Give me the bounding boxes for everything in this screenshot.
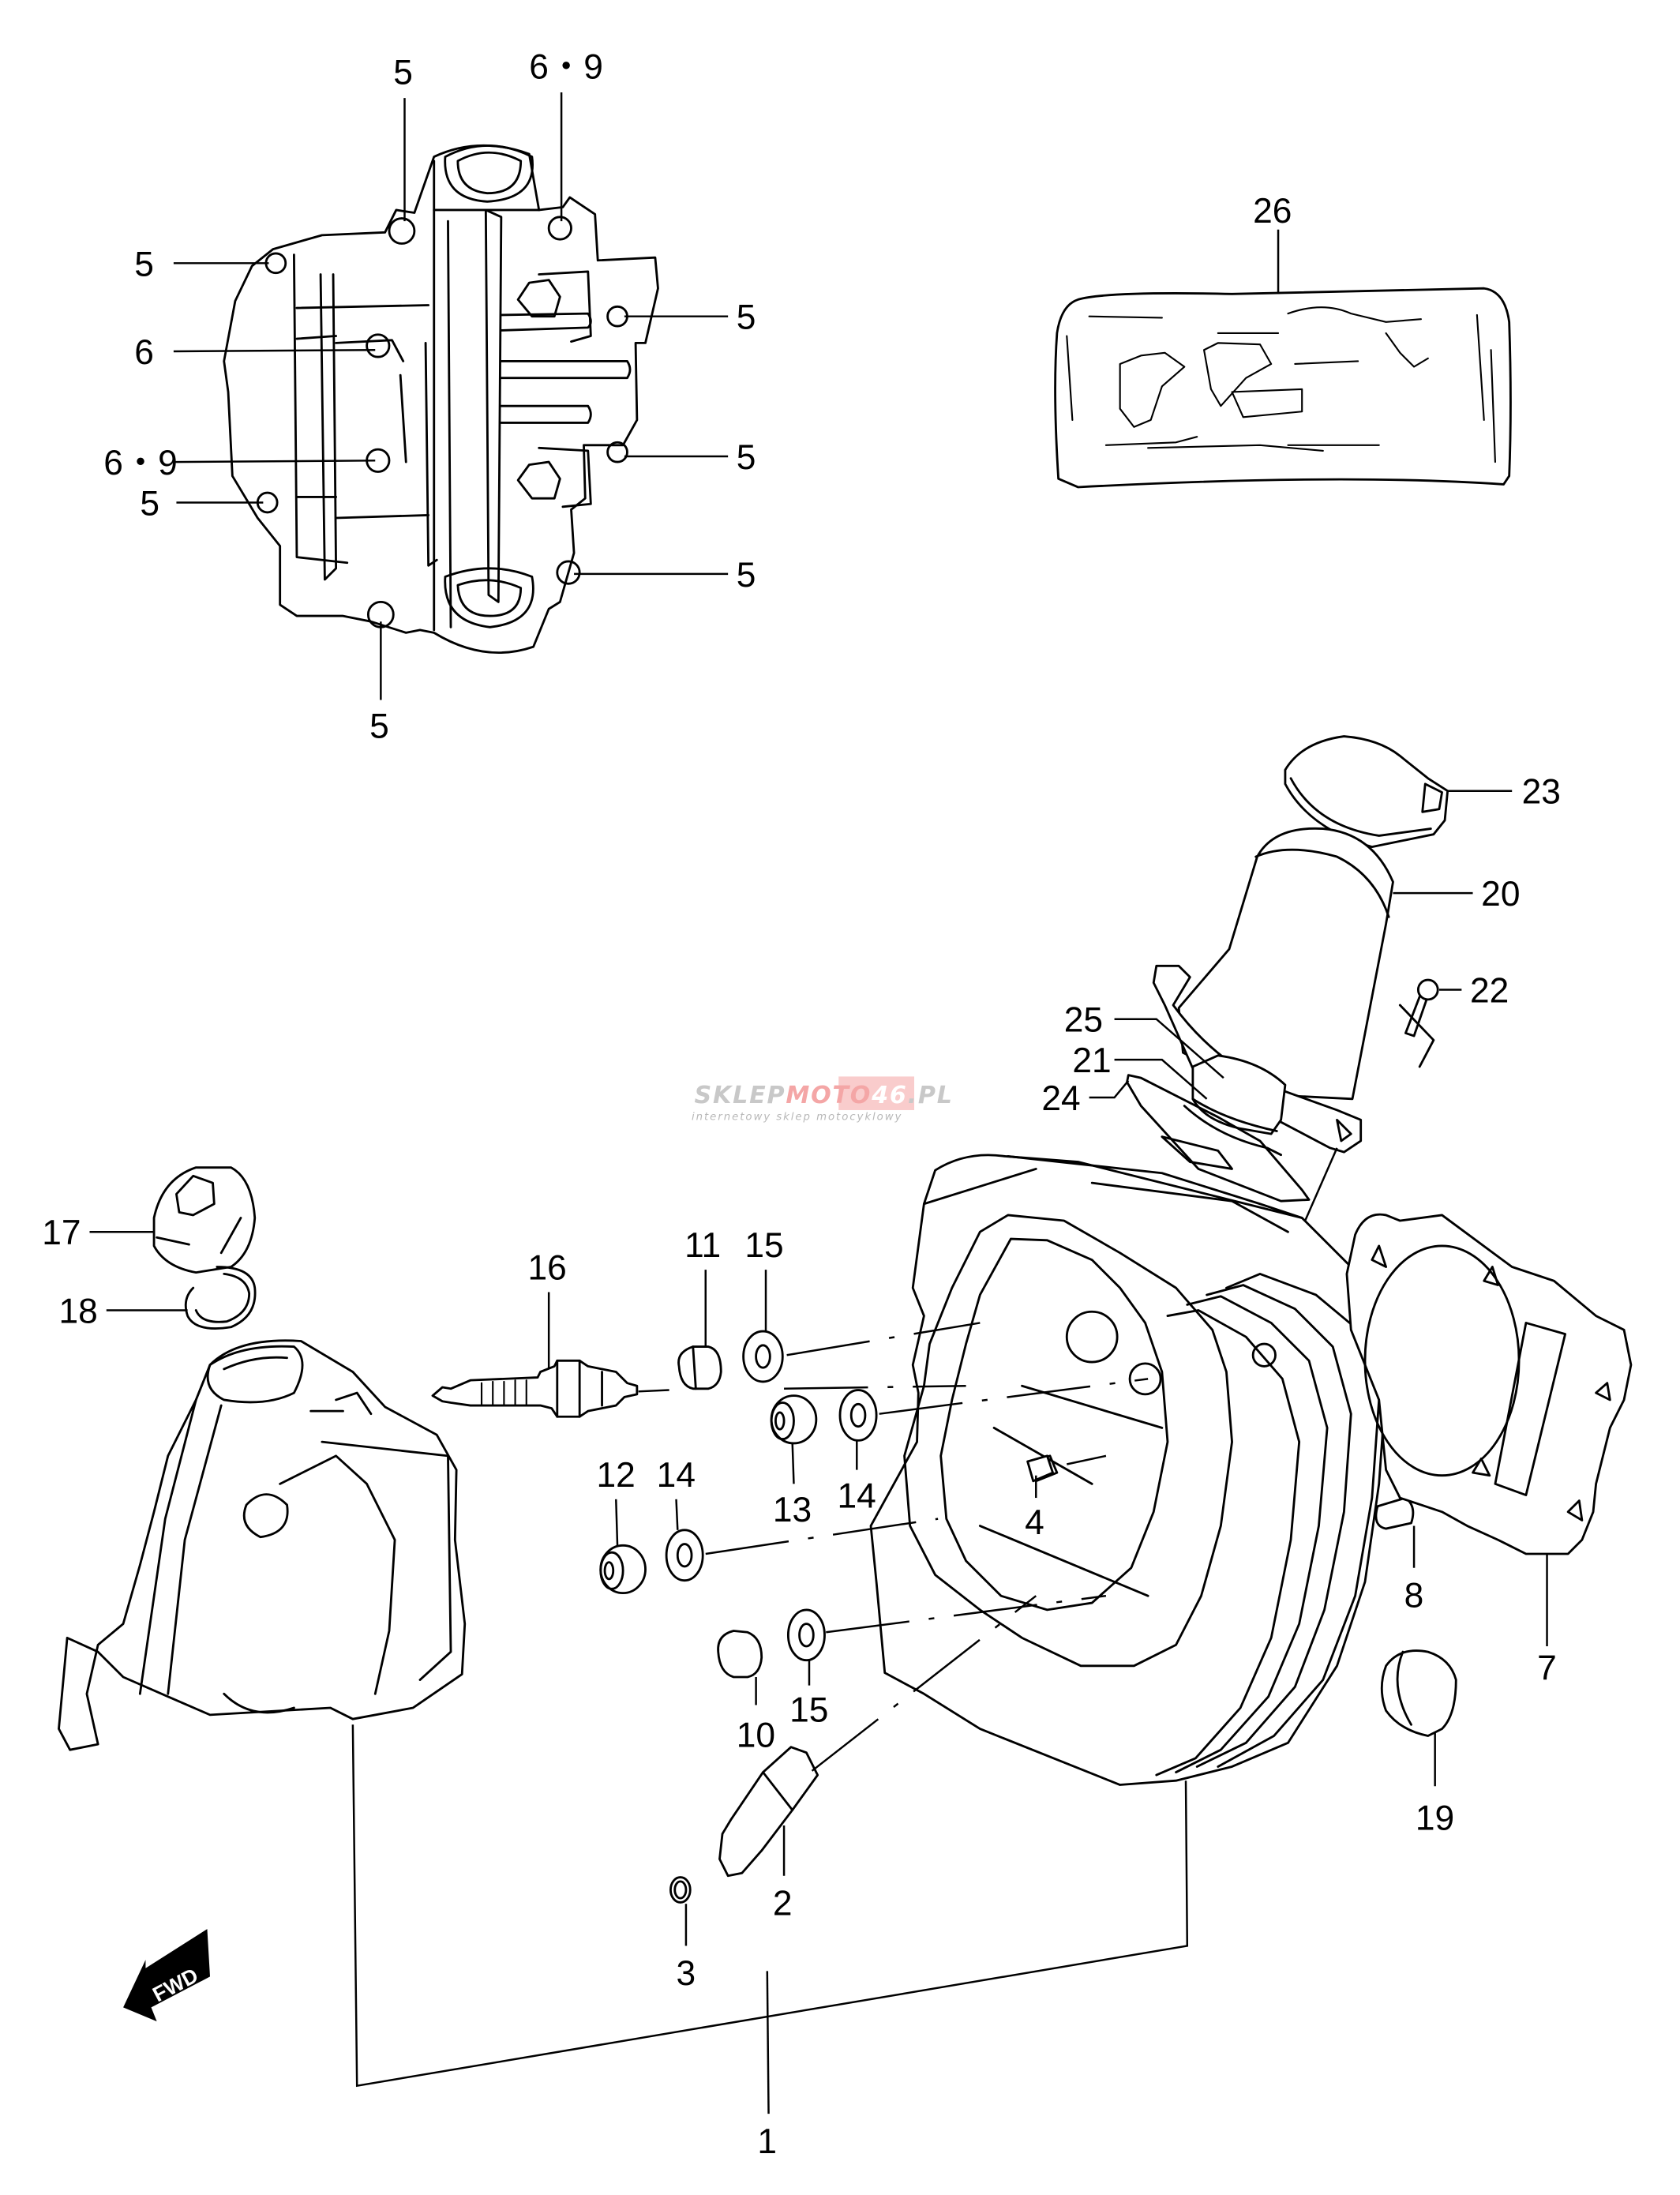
top-view-callouts: 5 6・9 5 6 6・9 5 5 5 5 5 [103,47,756,745]
watermark: SKLEPMOTO46.PL internetowy sklep motocyk… [692,1076,954,1123]
callout-label: 5 [393,53,413,92]
callout-label: 16 [528,1248,567,1287]
head-gasket [1345,1213,1633,1555]
callout-label: 10 [737,1717,775,1755]
callout-label: 25 [1064,1001,1103,1040]
callout-label: 18 [58,1292,97,1330]
main-callouts: 17 18 16 11 15 12 14 13 14 4 10 15 8 7 1… [42,1214,1557,2161]
callout-label: 19 [1416,1799,1454,1837]
callout-label: 17 [42,1214,81,1252]
watermark-brand: SKLEPMOTO46.PL [695,1082,954,1109]
callout-label: 14 [837,1476,876,1515]
callout-label: 5 [140,484,159,523]
watermark-tagline: internetowy sklep motocyklowy [692,1111,902,1123]
cylinder-head-cover [58,1339,467,1751]
callout-label: 15 [789,1691,828,1730]
callout-label: 22 [1470,971,1509,1010]
callout-label: 4 [1025,1503,1044,1542]
callout-label: 1 [757,2122,777,2161]
cylinder-head [869,1154,1388,1786]
fasteners [431,1322,1457,1904]
watermark-accent-box [838,1076,914,1110]
forward-direction-indicator: FWD [123,1929,210,2022]
callout-label: 23 [1522,773,1561,812]
callout-label: 14 [657,1456,696,1495]
callout-label: 11 [684,1226,721,1265]
cylinder-head-top-view [223,144,659,655]
spark-plug [431,1359,669,1418]
intake-pipe-group: 23 20 22 25 21 24 [1041,735,1561,1261]
callout-label: 5 [369,707,389,745]
callout-label: 15 [744,1226,783,1265]
callout-label: 6 [134,333,154,372]
callout-label: 26 [1253,192,1292,231]
callout-label: 5 [737,298,756,337]
callout-label: 3 [677,1954,696,1993]
callout-label: 7 [1537,1649,1557,1688]
callout-label: 2 [773,1884,793,1923]
callout-label: 5 [737,438,756,477]
callout-label: 24 [1041,1079,1080,1118]
callout-label: 13 [773,1491,812,1529]
callout-label: 5 [737,556,756,595]
callout-label: 6・9 [103,444,178,482]
callout-label: 5 [134,245,154,283]
callout-label: 6・9 [529,47,603,86]
callout-label: 20 [1481,875,1520,914]
oil-filler-cap [152,1166,257,1274]
callout-label: 8 [1404,1576,1424,1615]
callout-label: 12 [596,1456,635,1495]
callout-label: 21 [1072,1041,1111,1080]
o-ring [184,1266,257,1330]
gasket-set-bag: 26 [1054,192,1512,489]
